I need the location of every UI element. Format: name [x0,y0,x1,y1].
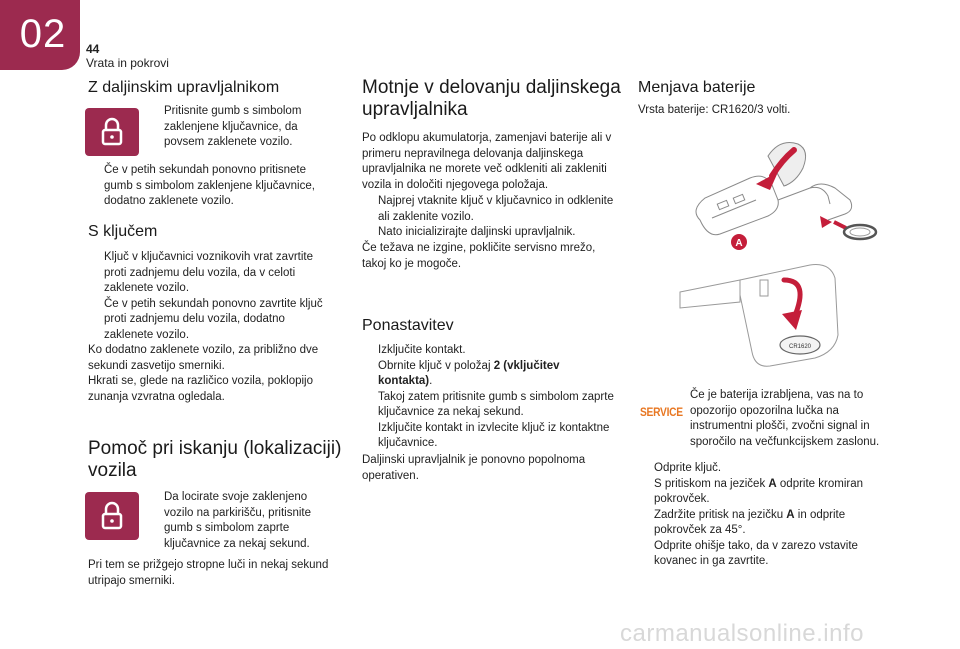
list-item: Izključite kontakt in izvlecite ključ iz… [378,421,610,450]
reset-list: Izključite kontakt. Obrnite ključ v polo… [362,343,617,452]
battery-label: CR1620 [789,344,812,350]
list-item: Najprej vtaknite ključ v ključavnico in … [378,195,614,223]
lock-icon [85,492,139,540]
battery-type: Vrsta baterije: CR1620/3 volti. [638,104,791,116]
battery-steps: Odprite ključ. S pritiskom na jeziček A … [638,461,900,570]
paragraph: Pri tem se prižgejo stropne luči in neka… [88,559,329,587]
arrow-icon [782,310,802,330]
list-item: Odprite ključ. [654,462,722,474]
remote-list: Če v petih sekundah ponovno pritisnete g… [88,163,333,210]
paragraph: Če težava ne izgine, pokličite servisno … [362,242,596,270]
paragraph: Ko dodatno zaklenete vozilo, za približn… [88,344,319,372]
label-a: A [735,238,742,249]
service-text: Če je baterija izrabljena, vas na to opo… [690,389,880,448]
list-item: Pritisnite gumb s simbolom zaklenjene kl… [164,105,302,148]
list-item: Če v petih sekundah ponovno pritisnete g… [104,164,315,207]
watermark: carmanualsonline.info [620,620,864,647]
list-item: Takoj zatem pritisnite gumb s simbolom z… [378,390,614,419]
paragraph: Daljinski upravljalnik je ponovno popoln… [362,454,586,482]
chapter-tab [0,0,80,70]
paragraph: Hkrati se, glede na različico vozila, po… [88,375,313,403]
remote-icon-list: Pritisnite gumb s simbolom zaklenjene kl… [148,104,323,151]
key-battery-illustration: A CR1620 [679,142,878,367]
service-warning-icon: SERVICE [640,405,683,419]
list-item: Zadržite pritisk na jezičku A in odprite… [654,508,846,537]
list-item: Izključite kontakt. [378,344,466,356]
locate-icon-list: Da locirate svoje zaklenjeno vozilo na p… [148,490,323,552]
list-item: Obrnite ključ v položaj 2 (vključitev ko… [378,359,560,388]
heading-key: S ključem [88,223,158,240]
list-item: Če v petih sekundah ponovno zavrtite klj… [104,297,323,341]
list-item: S pritiskom na jeziček A odprite kromira… [654,477,864,506]
arrow-icon [756,172,778,190]
malfunction-list: Najprej vtaknite ključ v ključavnico in … [362,194,617,241]
page-number: 44 [86,42,100,56]
key-notes: Ko dodatno zaklenete vozilo, za približn… [88,343,338,405]
heading-locate: Pomoč pri iskanju (lokalizaciji) vozila [88,438,342,481]
heading-reset: Ponastavitev [362,317,454,334]
heading-malfunction: Motnje v delovanju daljinskega upravljal… [362,77,621,120]
list-item: Da locirate svoje zaklenjeno vozilo na p… [164,491,312,550]
heading-remote: Z daljinskim upravljalnikom [88,79,280,96]
section-title: Vrata in pokrovi [86,56,169,70]
list-item: Ključ v ključavnici voznikovih vrat zavr… [104,251,313,294]
chapter-number: 02 [19,12,67,56]
label-a-badge [731,234,747,250]
list-item: Nato inicializirajte daljinski upravljal… [378,226,576,238]
key-list: Ključ v ključavnici voznikovih vrat zavr… [88,250,333,343]
lock-icon [85,108,139,156]
heading-battery: Menjava baterije [638,79,756,96]
list-item: Odprite ohišje tako, da v zarezo vstavit… [654,539,858,568]
paragraph: Po odklopu akumulatorja, zamenjavi bater… [362,132,612,191]
arrow-icon [820,216,832,228]
